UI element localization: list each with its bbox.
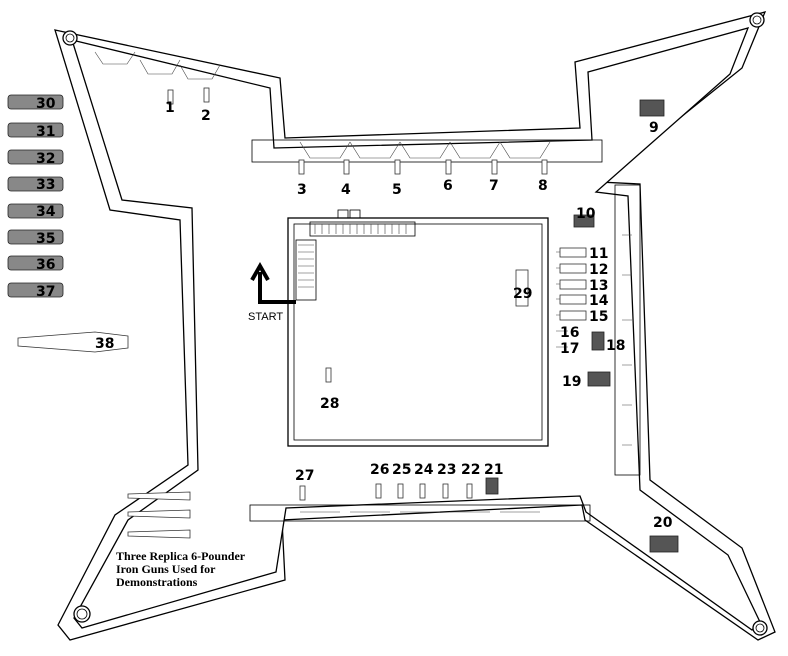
gun-label-1: 1: [165, 100, 175, 116]
gun-label-24: 24: [414, 462, 434, 478]
tower-sw: [73, 605, 91, 623]
gun-label-23: 23: [437, 462, 456, 478]
gun-label-38: 38: [95, 336, 114, 352]
stairway: [309, 221, 416, 237]
gun-label-13: 13: [589, 278, 608, 294]
gun-label-36: 36: [36, 257, 55, 273]
gun-label-21: 21: [484, 462, 503, 478]
gun-label-8: 8: [538, 178, 548, 194]
gun-label-11: 11: [589, 246, 608, 262]
parade-ground: [287, 209, 549, 447]
gun-label-4: 4: [341, 182, 351, 198]
south-casemates: [249, 504, 591, 522]
east-casemates: [614, 184, 641, 476]
gun-label-29: 29: [513, 286, 532, 302]
gun-label-35: 35: [36, 231, 55, 247]
start-marker: START: [248, 261, 296, 323]
gun-label-31: 31: [36, 124, 55, 140]
gun-label-28: 28: [320, 396, 339, 412]
gun-label-15: 15: [589, 309, 608, 325]
gun-label-34: 34: [36, 204, 56, 220]
gun-markers: [167, 87, 679, 553]
gun-label-5: 5: [392, 182, 402, 198]
gun-label-10: 10: [576, 206, 596, 222]
gun-label-7: 7: [489, 178, 499, 194]
north-casemates: [94, 51, 603, 163]
west-gun-park: [7, 94, 129, 353]
gun-label-25: 25: [392, 462, 411, 478]
replica-guns: Three Replica 6-Pounder Iron Guns Used f…: [116, 491, 248, 589]
gun-38-barrel: [17, 331, 129, 353]
gun-label-3: 3: [297, 182, 307, 198]
tower-nw: [62, 30, 78, 46]
gun-label-26: 26: [370, 462, 389, 478]
tower-ne: [749, 12, 765, 28]
gun-label-37: 37: [36, 284, 55, 300]
gun-labels: 1 2 3 4 5 6 7 8 9 10 11 12 13 14 15 16 1…: [36, 96, 673, 531]
gun-label-32: 32: [36, 151, 55, 167]
caption-line-1: Three Replica 6-Pounder: [116, 549, 246, 563]
gun-label-14: 14: [589, 293, 609, 309]
gun-label-16: 16: [560, 325, 579, 341]
gun-label-12: 12: [589, 262, 608, 278]
gun-label-2: 2: [201, 108, 211, 124]
parade-building: [287, 217, 549, 447]
gun-label-30: 30: [36, 96, 56, 112]
gun-label-6: 6: [443, 178, 453, 194]
gun-label-33: 33: [36, 177, 55, 193]
gun-label-18: 18: [606, 338, 625, 354]
gun-label-19: 19: [562, 374, 581, 390]
tower-se: [752, 620, 768, 636]
start-label: START: [248, 311, 283, 323]
gun-label-22: 22: [461, 462, 480, 478]
gun-label-17: 17: [560, 341, 579, 357]
gun-label-27: 27: [295, 468, 314, 484]
gun-label-20: 20: [653, 515, 673, 531]
gun-label-9: 9: [649, 120, 659, 136]
caption-line-2: Iron Guns Used for: [116, 562, 216, 576]
svg-text:Three Replica 6-Pounder: Three Replica 6-Pounder Iron Guns Used f…: [116, 549, 248, 589]
caption-line-3: Demonstrations: [116, 575, 198, 589]
